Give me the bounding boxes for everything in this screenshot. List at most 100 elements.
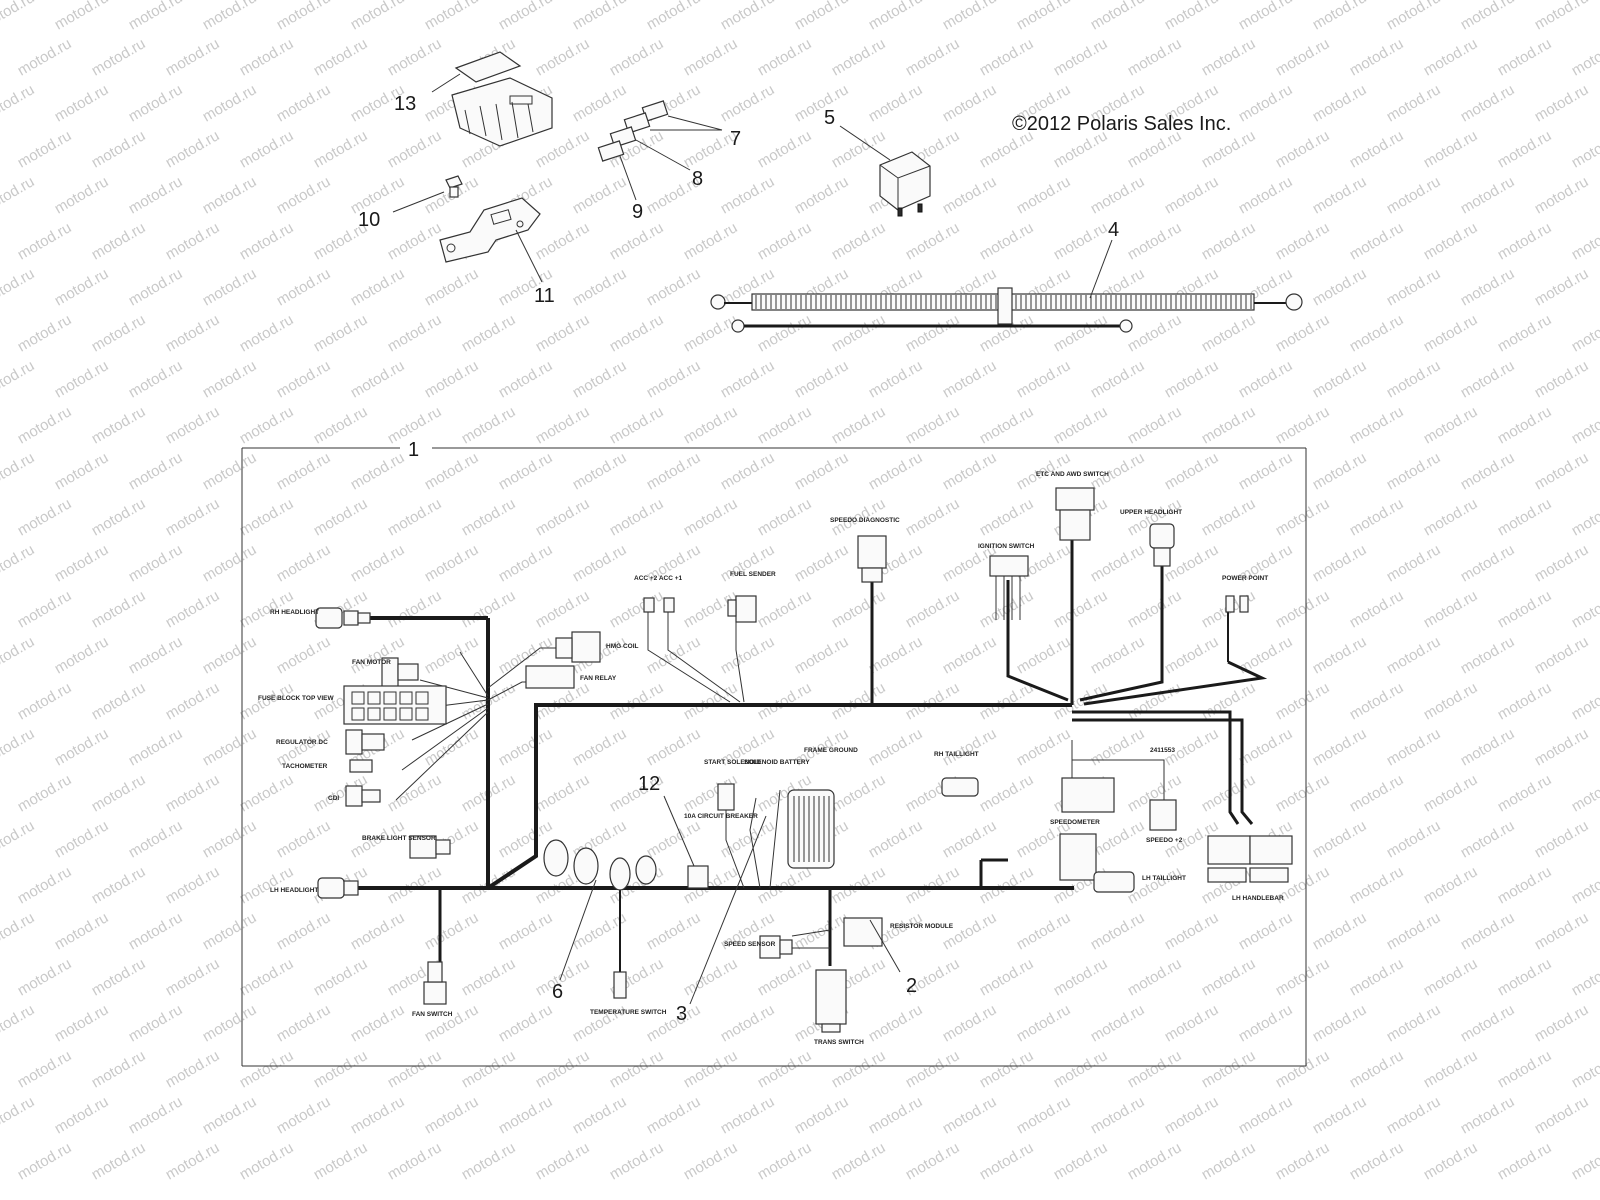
watermark-text: motod.ru — [1051, 403, 1111, 447]
watermark-text: motod.ru — [52, 357, 112, 401]
watermark-text: motod.ru — [644, 817, 704, 861]
callout-4: 4 — [1108, 219, 1119, 241]
watermark-text: motod.ru — [15, 219, 75, 263]
watermark-text: motod.ru — [940, 0, 1000, 33]
watermark-text: motod.ru — [903, 403, 963, 447]
watermark-text: motod.ru — [1273, 1047, 1333, 1091]
watermark-text: motod.ru — [533, 219, 593, 263]
watermark-text: motod.ru — [1088, 173, 1148, 217]
watermark-text: motod.ru — [570, 81, 630, 125]
watermark-text: motod.ru — [1310, 357, 1370, 401]
watermark-text: motod.ru — [1125, 1047, 1185, 1091]
watermark-text: motod.ru — [866, 0, 926, 33]
callout-leaders — [559, 795, 901, 1005]
watermark-text: motod.ru — [1569, 771, 1600, 815]
watermark-text: motod.ru — [681, 495, 741, 539]
watermark-text: motod.ru — [1569, 403, 1600, 447]
watermark-text: motod.ru — [1532, 449, 1592, 493]
watermark-text: motod.ru — [52, 265, 112, 309]
watermark-text: motod.ru — [1569, 127, 1600, 171]
watermark-text: motod.ru — [0, 633, 37, 677]
watermark-text: motod.ru — [311, 955, 371, 999]
watermark-text: motod.ru — [126, 725, 186, 769]
watermark-text: motod.ru — [15, 1047, 75, 1091]
watermark-text: motod.ru — [1532, 909, 1592, 953]
watermark-text: motod.ru — [1421, 863, 1481, 907]
watermark-text: motod.ru — [126, 1001, 186, 1045]
watermark-text: motod.ru — [829, 863, 889, 907]
watermark-text: motod.ru — [1273, 311, 1333, 355]
callout-13: 13 — [394, 93, 416, 115]
label-circuit-breaker: 10A CIRCUIT BREAKER — [684, 813, 758, 820]
watermark-text: motod.ru — [570, 357, 630, 401]
label-speedometer: SPEEDOMETER — [1050, 819, 1100, 826]
watermark-text: motod.ru — [311, 495, 371, 539]
watermark-text: motod.ru — [755, 35, 815, 79]
watermark-text: motod.ru — [311, 403, 371, 447]
watermark-text: motod.ru — [1162, 173, 1222, 217]
watermark-text: motod.ru — [385, 495, 445, 539]
watermark-text: motod.ru — [940, 81, 1000, 125]
watermark-text: motod.ru — [533, 35, 593, 79]
watermark-text: motod.ru — [1199, 1139, 1259, 1183]
watermark-text: motod.ru — [459, 1139, 519, 1183]
watermark-text: motod.ru — [1310, 0, 1370, 33]
watermark-text: motod.ru — [89, 311, 149, 355]
watermark-text: motod.ru — [1384, 541, 1444, 585]
label-rh-taillight: RH TAILLIGHT — [934, 751, 979, 758]
watermark-text: motod.ru — [792, 541, 852, 585]
label-upper-headlight: UPPER HEADLIGHT — [1120, 509, 1182, 516]
watermark-text: motod.ru — [200, 357, 260, 401]
callout-6: 6 — [552, 981, 563, 1003]
label-temp-switch: TEMPERATURE SWITCH — [590, 1009, 667, 1016]
watermark-text: motod.ru — [1014, 633, 1074, 677]
watermark-text: motod.ru — [1310, 725, 1370, 769]
watermark-text: motod.ru — [163, 311, 223, 355]
watermark-text: motod.ru — [422, 1001, 482, 1045]
watermark-text: motod.ru — [866, 449, 926, 493]
watermark-text: motod.ru — [1347, 771, 1407, 815]
watermark-text: motod.ru — [459, 311, 519, 355]
watermark-text: motod.ru — [1162, 449, 1222, 493]
watermark-text: motod.ru — [829, 771, 889, 815]
watermark-text: motod.ru — [866, 633, 926, 677]
watermark-text: motod.ru — [1273, 495, 1333, 539]
watermark-text: motod.ru — [311, 35, 371, 79]
watermark-text: motod.ru — [274, 173, 334, 217]
watermark-text: motod.ru — [681, 955, 741, 999]
watermark-text: motod.ru — [533, 587, 593, 631]
watermark-text: motod.ru — [385, 863, 445, 907]
part-5-relay — [839, 125, 931, 217]
watermark-text: motod.ru — [0, 81, 37, 125]
watermark-text: motod.ru — [237, 311, 297, 355]
watermark-text: motod.ru — [385, 1047, 445, 1091]
watermark-text: motod.ru — [1088, 541, 1148, 585]
watermark-text: motod.ru — [1569, 863, 1600, 907]
watermark-text: motod.ru — [940, 725, 1000, 769]
watermark-text: motod.ru — [311, 1047, 371, 1091]
watermark-text: motod.ru — [829, 587, 889, 631]
watermark-text: motod.ru — [1495, 771, 1555, 815]
watermark-text: motod.ru — [385, 587, 445, 631]
watermark-text: motod.ru — [570, 449, 630, 493]
watermark-text: motod.ru — [607, 679, 667, 723]
watermark-text: motod.ru — [1125, 35, 1185, 79]
watermark-text: motod.ru — [348, 449, 408, 493]
watermark-text: motod.ru — [1273, 587, 1333, 631]
component-labels: RH HEADLIGHT FAN MOTOR HMG COIL FAN RELA… — [258, 471, 1284, 1046]
watermark-text: motod.ru — [1199, 955, 1259, 999]
watermark-text: motod.ru — [1310, 633, 1370, 677]
watermark-text: motod.ru — [681, 35, 741, 79]
label-lh-handlebar: LH HANDLEBAR — [1232, 895, 1284, 902]
watermark-text: motod.ru — [126, 265, 186, 309]
callout-12: 12 — [638, 773, 660, 795]
watermark-text: motod.ru — [940, 173, 1000, 217]
watermark-text: motod.ru — [126, 909, 186, 953]
callout-8: 8 — [692, 168, 703, 190]
watermark-text: motod.ru — [274, 909, 334, 953]
watermark-text: motod.ru — [52, 173, 112, 217]
watermark-text: motod.ru — [89, 771, 149, 815]
watermark-text: motod.ru — [1310, 1001, 1370, 1045]
watermark-text: motod.ru — [15, 403, 75, 447]
watermark-text: motod.ru — [237, 771, 297, 815]
